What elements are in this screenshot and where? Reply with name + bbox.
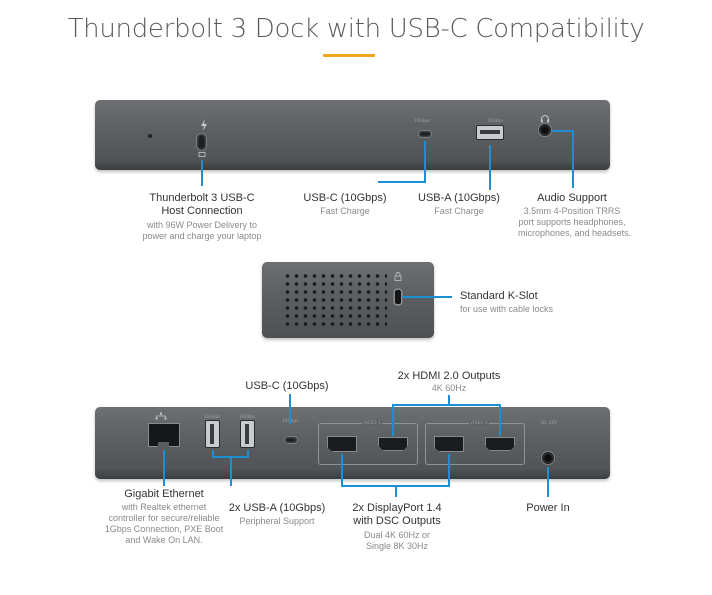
laptop-charge-icon (198, 152, 206, 157)
leader-usba-rear-1 (212, 450, 214, 457)
kensington-slot[interactable] (395, 290, 401, 304)
dock-front-shade (95, 160, 610, 170)
tb3-host-sub-1: with 96W Power Delivery to (146, 220, 258, 230)
tb3-host-sub-2: power and charge your laptop (142, 231, 262, 241)
dc-in-mark: DC 20V (541, 420, 558, 425)
dock-front-view (95, 100, 610, 170)
video-1-label: VIDEO 1 (362, 420, 382, 425)
lock-icon (394, 272, 402, 281)
ethernet-port-tab (158, 442, 169, 447)
front-usba-port[interactable] (476, 125, 504, 140)
front-usbc-port[interactable] (419, 131, 431, 137)
thunderbolt-icon (201, 119, 207, 131)
leader-hdmi-center (448, 395, 450, 405)
audio-sub-2: port supports headphones, (518, 217, 626, 227)
kslot-sub: for use with cable locks (460, 304, 554, 314)
leader-usba-front (489, 145, 491, 190)
displayport-title-1: 2x DisplayPort 1.4 (352, 502, 442, 514)
leader-usba-rear-v (230, 456, 232, 486)
audio-sub-3: microphones, and headsets. (518, 228, 632, 238)
dock-rear-shade (95, 469, 610, 479)
leader-kslot (402, 296, 452, 298)
hdmi-port-2[interactable] (485, 437, 515, 451)
leader-usbc-front-h (378, 181, 426, 183)
ethernet-icon (155, 412, 167, 420)
audio-title: Audio Support (537, 192, 607, 204)
power-title: Power In (526, 502, 570, 514)
hdmi-title: 2x HDMI 2.0 Outputs (397, 370, 501, 382)
displayport-sub-1: Dual 4K 60Hz or (363, 530, 431, 540)
tb3-host-port[interactable] (197, 134, 206, 150)
rear-usba2-mark: 10Gbps (239, 414, 256, 419)
tb3-host-title-2: Host Connection (161, 205, 243, 217)
ventilation-grille (283, 272, 387, 328)
kslot-title: Standard K-Slot (460, 290, 538, 302)
displayport-1[interactable] (327, 436, 357, 452)
rear-usba-port-2[interactable] (240, 420, 255, 448)
status-led (148, 134, 152, 138)
hdmi-port-1[interactable] (378, 437, 408, 451)
displayport-title-2: with DSC Outputs (353, 515, 441, 527)
ethernet-port[interactable] (148, 423, 180, 447)
leader-audio-v (572, 130, 574, 188)
leader-dp-v (395, 485, 397, 497)
usbc-front-sub: Fast Charge (320, 206, 370, 216)
leader-usbc-front (424, 141, 426, 181)
leader-hdmi-top (392, 404, 500, 406)
leader-power (547, 467, 549, 497)
usba-front-sub: Fast Charge (434, 206, 484, 216)
rear-usbc-port[interactable] (285, 437, 297, 443)
leader-audio-h (552, 130, 574, 132)
ethernet-sub-4: and Wake On LAN. (125, 535, 203, 545)
leader-dp-2 (448, 454, 450, 486)
displayport-sub-2: Single 8K 30Hz (365, 541, 429, 551)
title-underline (323, 54, 375, 57)
leader-dp-1 (341, 454, 343, 486)
usba-rear-sub: Peripheral Support (239, 516, 315, 526)
leader-hdmi-1 (392, 404, 394, 436)
hdmi-sub: 4K 60Hz (431, 383, 467, 393)
tb3-host-title-1: Thunderbolt 3 USB-C (149, 192, 255, 204)
leader-ethernet (163, 450, 165, 486)
usbc-front-title: USB-C (10Gbps) (303, 192, 387, 204)
leader-hdmi-2 (499, 404, 501, 436)
leader-usbc-rear (289, 394, 291, 424)
usba-front-title: USB-A (10Gbps) (418, 192, 500, 204)
power-jack[interactable] (541, 451, 555, 465)
displayport-2[interactable] (434, 436, 464, 452)
usba-rear-title: 2x USB-A (10Gbps) (228, 502, 326, 514)
headset-icon (540, 115, 550, 123)
leader-usba-rear-2 (247, 450, 249, 457)
ethernet-sub-1: with Realtek ethernet (121, 502, 207, 512)
video-2-label: VIDEO 2 (469, 420, 489, 425)
rear-usba1-mark: 10Gbps (204, 414, 221, 419)
leader-tb3 (201, 160, 203, 186)
page-title: Thunderbolt 3 Dock with USB-C Compatibil… (67, 14, 645, 44)
ethernet-sub-2: controller for secure/reliable (108, 513, 220, 523)
audio-jack[interactable] (538, 123, 552, 137)
ethernet-title: Gigabit Ethernet (124, 488, 204, 500)
rear-usba-port-1[interactable] (205, 420, 220, 448)
ethernet-sub-3: 1Gbps Connection, PXE Boot (104, 524, 224, 534)
audio-sub-1: 3.5mm 4-Position TRRS (523, 206, 621, 216)
front-usba-mark: 10Gbps (487, 118, 504, 123)
front-usbc-mark: 10Gbps (414, 118, 431, 123)
usbc-rear-title: USB-C (10Gbps) (245, 380, 329, 392)
